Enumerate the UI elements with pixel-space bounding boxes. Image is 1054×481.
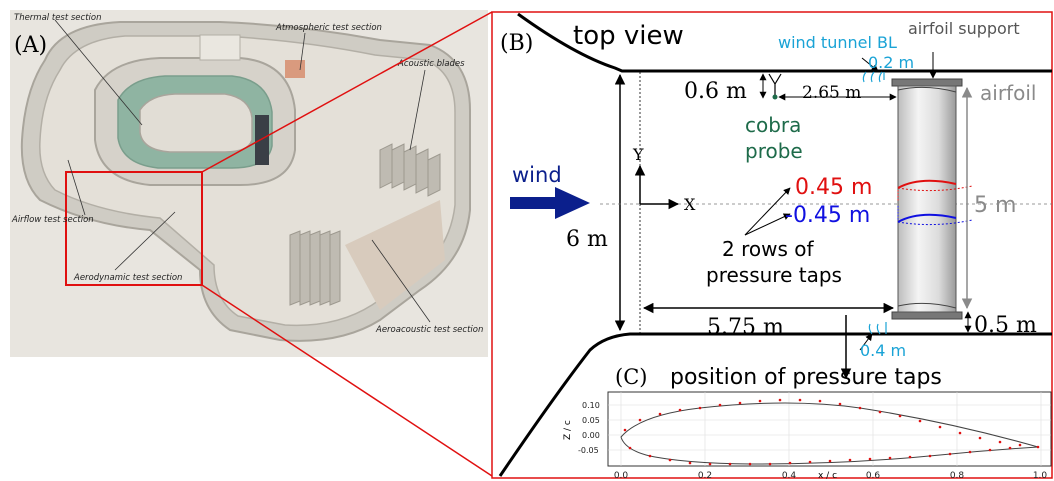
dimension-06-label: 0.6 m xyxy=(684,79,747,104)
panel-b-label: (B) xyxy=(500,31,533,56)
x-axis-label: X xyxy=(684,195,696,214)
pressure-tap-row-positive xyxy=(897,179,957,189)
y-tick-label: -0.05 xyxy=(578,446,599,455)
cobra-probe-label-line2: probe xyxy=(745,139,803,163)
dimension-575-label: 5.75 m xyxy=(707,315,784,340)
y-tick-label: 0.00 xyxy=(582,431,600,440)
thermal-test-section-label: Thermal test section xyxy=(14,13,102,23)
x-tick-label: 1.0 xyxy=(1033,471,1048,481)
acoustic-blades-label: Acoustic blades xyxy=(397,59,465,69)
panel-b-frame xyxy=(491,11,1053,479)
tap-rows-label-line2: pressure taps xyxy=(706,263,842,287)
x-tick-label: 0.4 xyxy=(782,471,797,481)
bl-top-value: 0.2 m xyxy=(868,53,914,72)
tunnel-bottom-wall xyxy=(498,332,1052,477)
dimension-05-label: 0.5 m xyxy=(974,313,1037,338)
panel-c: (C) position of pressure taps xyxy=(563,365,1052,481)
panel-c-x-axis-label: x / c xyxy=(818,471,837,481)
tunnel-top-wall xyxy=(517,12,1052,73)
panel-b: (B) top view wind tunnel BL 0.2 m airfoi… xyxy=(491,11,1053,479)
x-tick-label: 0.2 xyxy=(698,471,712,481)
panel-b-title: top view xyxy=(573,21,684,51)
pressure-tap-markers xyxy=(623,398,1040,466)
tap-row-positive-label: 0.45 m xyxy=(795,175,872,200)
airfoil-support-bottom xyxy=(891,311,963,320)
x-tick-label: 0.8 xyxy=(950,471,965,481)
airfoil-support-top xyxy=(891,78,963,87)
panel-a-label: (A) xyxy=(14,33,47,58)
x-tick-label: 0.6 xyxy=(866,471,881,481)
zoom-connector-bottom xyxy=(201,284,493,477)
zoom-connector-top xyxy=(201,11,493,173)
panel-a: (A) Thermal test section Atmospheric tes… xyxy=(10,10,488,357)
cobra-probe-label-line1: cobra xyxy=(745,113,801,137)
tap-rows-label-line1: 2 rows of xyxy=(722,237,814,261)
panel-c-label: (C) xyxy=(615,365,647,389)
y-axis-label: Y xyxy=(632,145,644,164)
aerodynamic-test-section-label: Aerodynamic test section xyxy=(73,273,182,283)
x-tick-label: 0.0 xyxy=(614,471,629,481)
panel-c-title: position of pressure taps xyxy=(670,365,942,390)
panel-c-y-axis-label: Z / c xyxy=(563,420,573,440)
panel-c-plot-frame xyxy=(607,391,1052,467)
aerodynamic-section-highlight xyxy=(65,171,203,286)
y-tick-label: 0.05 xyxy=(582,416,600,425)
wind-tunnel-bl-label: wind tunnel BL xyxy=(778,33,897,52)
airfoil-body xyxy=(897,85,957,313)
airfoil-support-label: airfoil support xyxy=(908,19,1020,38)
cobra-probe-icon xyxy=(768,73,782,96)
airflow-test-section-label: Airflow test section xyxy=(11,215,94,225)
wind-tunnel-illustration xyxy=(20,21,471,342)
span-label: 5 m xyxy=(974,193,1016,218)
tap-row-negative-label: -0.45 m xyxy=(785,203,870,228)
width-label: 6 m xyxy=(566,227,608,252)
aeroacoustic-test-section-label: Aeroacoustic test section xyxy=(375,325,483,335)
wind-label: wind xyxy=(512,163,562,187)
wind-arrow xyxy=(510,187,590,219)
pressure-tap-row-negative xyxy=(897,213,957,223)
dimension-265-label: 2.65 m xyxy=(802,83,861,103)
airfoil-profile xyxy=(620,402,1039,465)
atmospheric-test-section-label: Atmospheric test section xyxy=(275,23,382,33)
y-tick-label: 0.10 xyxy=(582,401,600,410)
bl-bottom-value: 0.4 m xyxy=(860,341,906,360)
airfoil-label: airfoil xyxy=(980,81,1036,105)
